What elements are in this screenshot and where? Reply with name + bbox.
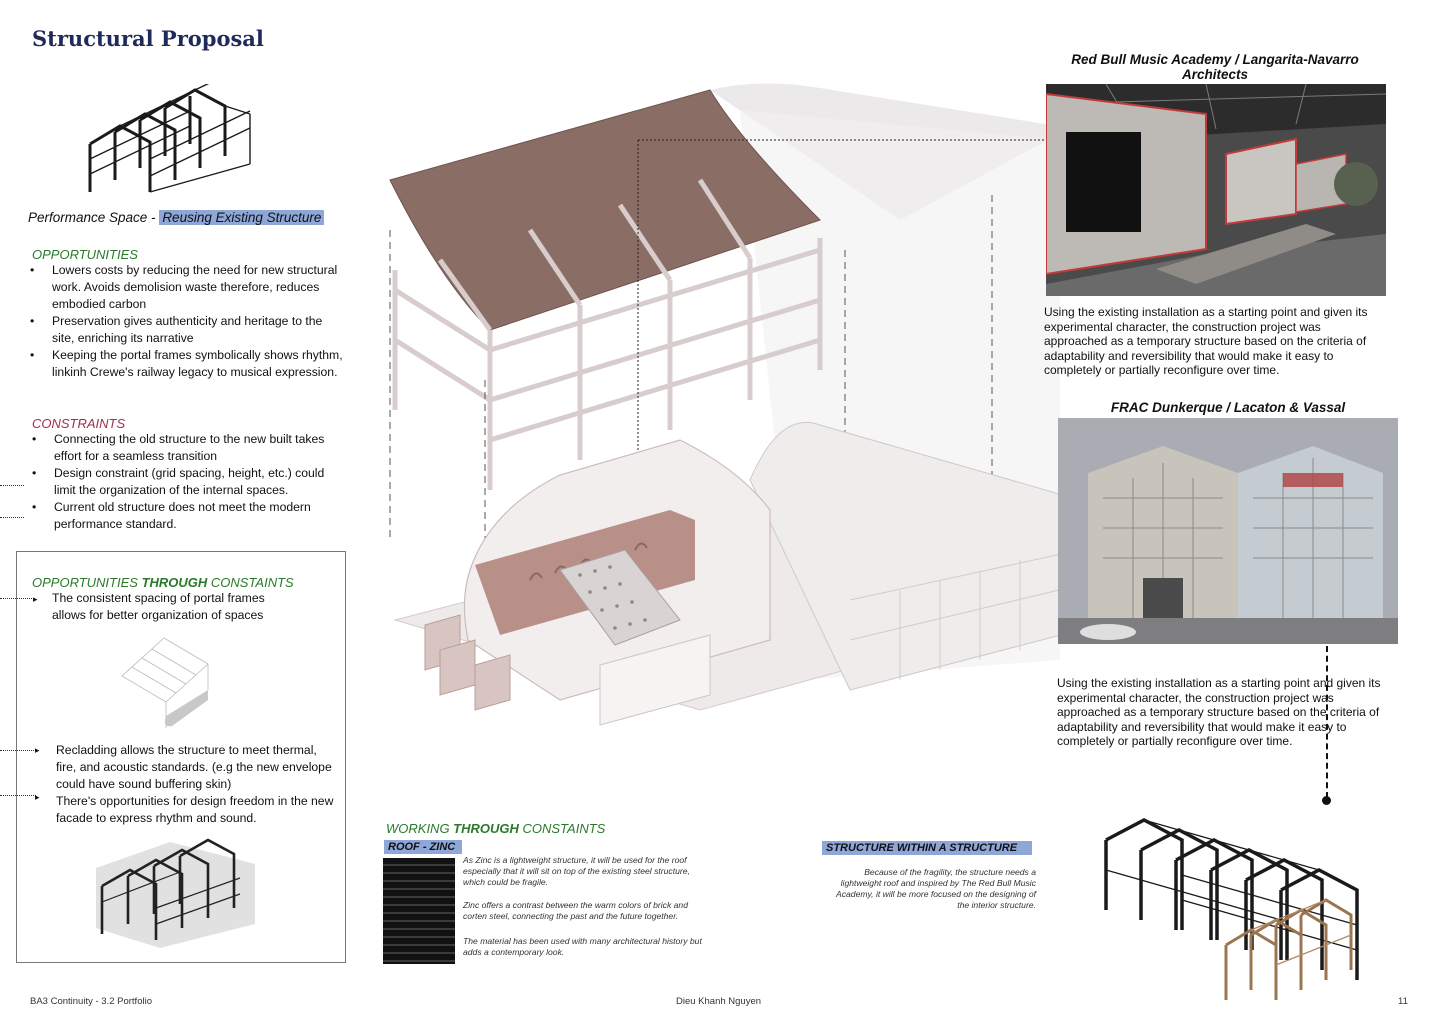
- constraints-list: Connecting the old structure to the new …: [30, 431, 348, 533]
- leader-dot: [1322, 796, 1331, 805]
- frac-description: Using the existing installation as a sta…: [1057, 676, 1381, 749]
- through-heading: OPPORTUNITIES THROUGH CONSTAINTS: [32, 575, 294, 590]
- list-item: Current old structure does not meet the …: [30, 499, 348, 533]
- acoustic-ceiling: [559, 549, 681, 646]
- frac-reference-title: FRAC Dunkerque / Lacaton & Vassal: [1110, 400, 1346, 415]
- arrow-icon: ▸: [35, 745, 40, 755]
- shading-shape: [164, 690, 208, 727]
- list-item: Preservation gives authenticity and heri…: [28, 313, 346, 347]
- highlight-reusing-structure: Reusing Existing Structure: [159, 210, 325, 225]
- through-point-facade: There's opportunities for design freedom…: [56, 794, 334, 825]
- timber-frames: [1224, 898, 1353, 1000]
- roof-zinc-tag: ROOF - ZINC: [384, 840, 462, 854]
- recladding-sketch: [96, 838, 255, 948]
- leader-line: [0, 750, 36, 751]
- arrow-icon: ▸: [33, 594, 38, 604]
- through-point-recladding: Recladding allows the structure to meet …: [56, 743, 332, 791]
- through-point-spacing: The consistent spacing of portal frames …: [52, 591, 265, 622]
- page-number: 11: [1398, 996, 1408, 1007]
- leader-line: [0, 517, 24, 518]
- opportunities-heading: OPPORTUNITIES: [32, 247, 138, 262]
- frac-photo: [1058, 418, 1398, 644]
- arrow-icon: ▸: [35, 792, 40, 802]
- constraints-heading: CONSTRAINTS: [32, 416, 126, 431]
- opportunities-through-constraints-box: [16, 551, 346, 963]
- list-item: Keeping the portal frames symbolically s…: [28, 347, 346, 381]
- leader-line: [1326, 646, 1328, 798]
- redbull-photo: [1046, 84, 1386, 296]
- list-item: Lowers costs by reducing the need for ne…: [28, 262, 346, 313]
- alignment-lines: [389, 195, 993, 680]
- exploded-axonometric-drawing: [389, 83, 1100, 726]
- opportunities-list: Lowers costs by reducing the need for ne…: [28, 262, 346, 381]
- roof-zinc-text-2: Zinc offers a contrast between the warm …: [463, 900, 688, 921]
- footer-course: BA3 Continuity - 3.2 Portfolio: [30, 996, 152, 1007]
- leader-line: [0, 795, 36, 796]
- existing-steel-frame: [392, 178, 823, 490]
- page-title: Structural Proposal: [32, 26, 264, 51]
- frame-spacing-sketch: [121, 637, 209, 728]
- roof-zinc-text-3: The material has been used with many arc…: [463, 936, 702, 957]
- list-item: Design constraint (grid spacing, height,…: [30, 465, 348, 499]
- list-item: Connecting the old structure to the new …: [30, 431, 348, 465]
- roof-zinc-text-1: As Zinc is a lightweight structure, it w…: [463, 855, 690, 887]
- structure-within-text: Because of the fragility, the structure …: [836, 867, 1036, 910]
- redbull-description: Using the existing installation as a sta…: [1044, 305, 1368, 378]
- working-heading: WORKING THROUGH CONSTAINTS: [386, 821, 606, 836]
- footer-author: Dieu Khanh Nguyen: [676, 996, 762, 1007]
- structure-within-tag: STRUCTURE WITHIN A STRUCTURE: [822, 841, 1032, 855]
- portal-frame-illustration: [88, 84, 251, 193]
- leader-line: [0, 485, 24, 486]
- redbull-reference-title: Red Bull Music Academy / Langarita-Navar…: [1071, 52, 1359, 82]
- leader-line: [0, 598, 34, 599]
- zinc-swatch: [383, 858, 455, 964]
- performance-space-label: Performance Space - Reusing Existing Str…: [28, 210, 325, 225]
- structure-within-structure-illustration: [1104, 818, 1359, 1000]
